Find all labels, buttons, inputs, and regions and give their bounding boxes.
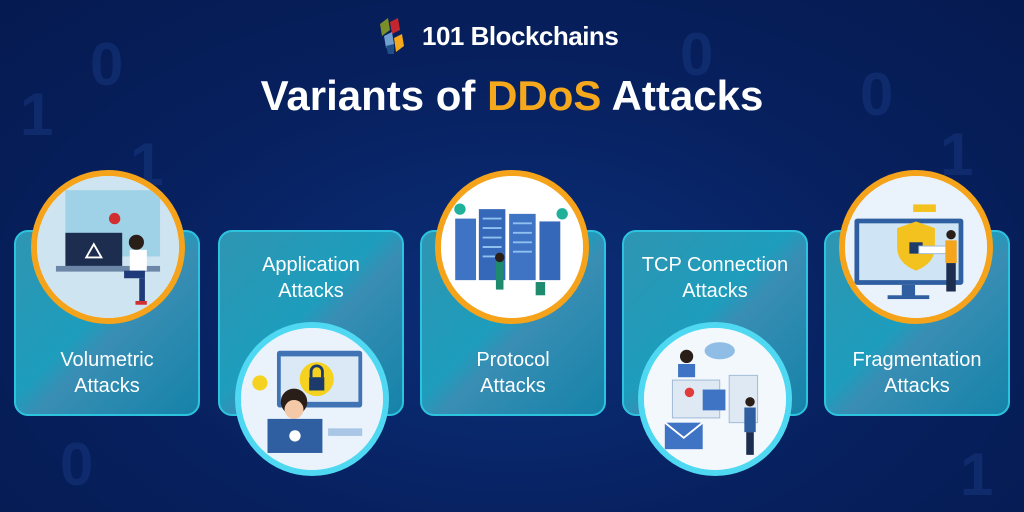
card-label: Volumetric Attacks [16,347,198,399]
card-label: Protocol Attacks [422,347,604,399]
hacker-laptop-lock-icon [235,322,389,476]
card-label-line1: Application [262,254,360,276]
card-label: TCP Connection Attacks [624,252,806,304]
card-label-line1: Volumetric [60,349,154,371]
cubes-logo-icon [380,18,404,54]
background-digit: 1 [20,81,54,148]
card-label-line2: Attacks [682,280,748,302]
background-digit: 0 [680,21,714,88]
card-label-line1: TCP Connection [641,254,789,276]
network-security-people-icon [638,322,792,476]
shield-monitor-password-icon [839,170,993,324]
card-label-line2: Attacks [884,375,950,397]
card-label-line1: Fragmentation [852,349,982,371]
card-label-line2: Attacks [74,375,140,397]
background-digit: 1 [960,441,994,508]
brand-name: 101 Blockchains [422,20,619,51]
background-digit: 0 [60,431,94,498]
card-label: Application Attacks [220,252,402,304]
person-at-computer-warning-icon [31,170,185,324]
card-label-line2: Attacks [278,280,344,302]
brand-logo: 101 Blockchains [376,16,619,56]
title-highlight: DDoS [487,72,602,119]
server-racks-icon [435,170,589,324]
background-digit: 0 [90,31,124,98]
card-label-line1: Protocol [476,349,550,371]
background-digit: 0 [860,61,894,128]
card-label-line2: Attacks [480,375,546,397]
page-title: Variants of DDoS Attacks [0,72,1024,120]
card-label: Fragmentation Attacks [826,347,1008,399]
title-suffix: Attacks [611,72,764,119]
title-prefix: Variants of [260,72,476,119]
